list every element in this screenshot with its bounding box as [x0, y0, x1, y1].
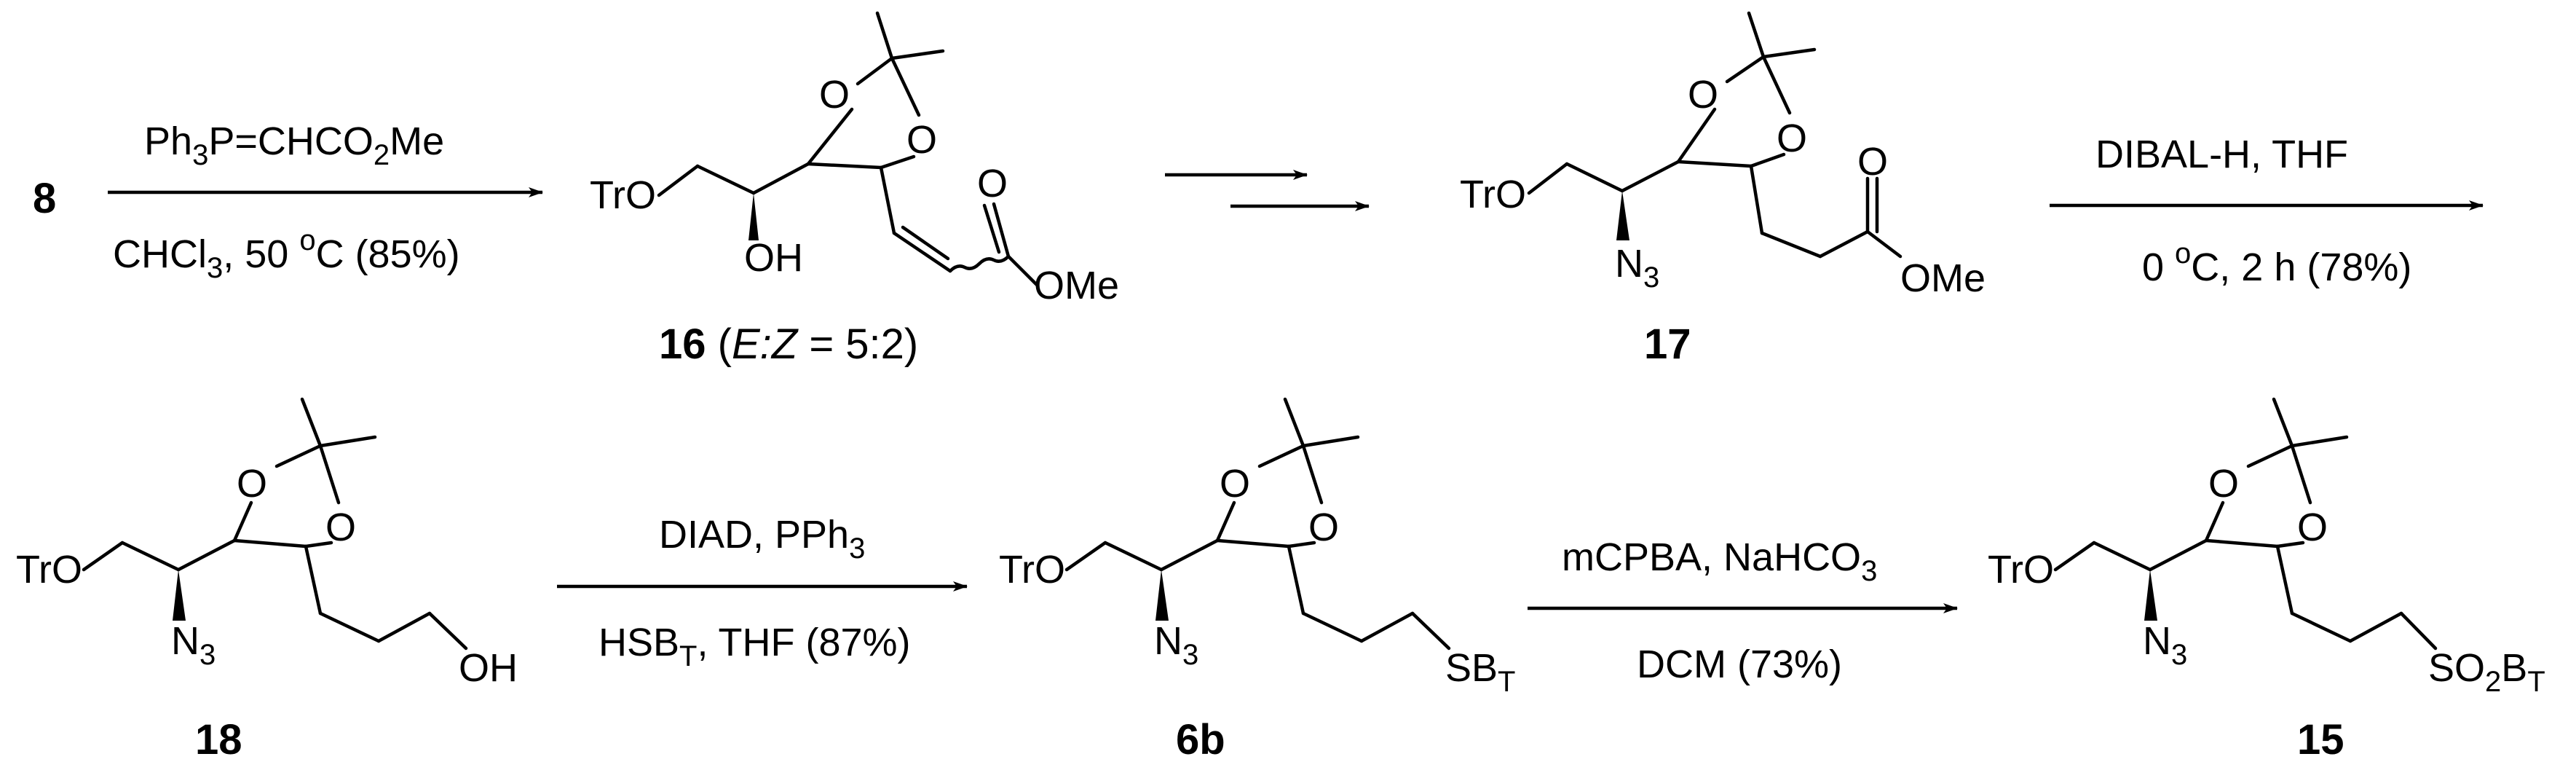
ome-label: OMe [1900, 256, 1986, 300]
azide-label: N3 [1154, 619, 1198, 671]
hash-bond [748, 193, 759, 240]
compound-18-label: 18 [195, 716, 242, 763]
arrow-3-reagent: DIBAL-H, THF [2095, 133, 2348, 176]
ome-label: OMe [1034, 264, 1119, 307]
azide-label: N3 [171, 619, 216, 671]
compound-17-label: 17 [1644, 321, 1691, 368]
ring-o-1: O [1688, 73, 1718, 117]
arrow-1-conditions: CHCl3, 50 oC (85%) [113, 224, 460, 284]
tro-label: TrO [1988, 548, 2054, 592]
tro-label: TrO [999, 548, 1065, 592]
sbt-label: SBT [1445, 646, 1515, 698]
ring-o-2: O [906, 118, 937, 162]
tro-label: TrO [16, 548, 82, 592]
wedge-bond [1155, 570, 1169, 621]
compound-8-label: 8 [33, 175, 56, 222]
compound-17-structure: TrO N3 O O O OMe [1460, 11, 1986, 300]
compound-15-structure: TrO N3 O O SO2BT [1988, 397, 2545, 698]
azide-label: N3 [2143, 619, 2187, 671]
compound-15-label: 15 [2297, 716, 2344, 763]
compound-16-structure: TrO OH O O O OMe [590, 11, 1119, 307]
tro-label: TrO [1460, 173, 1526, 216]
arrow-5-reagent: mCPBA, NaHCO3 [1562, 535, 1877, 587]
tro-label: TrO [590, 173, 656, 217]
ring-o-2: O [1777, 117, 1807, 160]
so2bt-label: SO2BT [2428, 646, 2545, 698]
oh-label: OH [744, 236, 803, 280]
ring-o-1: O [1220, 462, 1250, 506]
carbonyl-o: O [1857, 140, 1888, 184]
compound-6b-structure: TrO N3 O O SBT [999, 397, 1515, 698]
reaction-arrow-5: mCPBA, NaHCO3 DCM (73%) [1528, 535, 1958, 686]
arrow-3-conditions: 0 oC, 2 h (78%) [2142, 237, 2411, 289]
arrow-4-conditions: HSBT, THF (87%) [598, 621, 911, 672]
ring-o-1: O [819, 73, 850, 117]
carbonyl-o: O [977, 162, 1008, 205]
reaction-arrow-3: DIBAL-H, THF 0 oC, 2 h (78%) [2050, 133, 2484, 289]
compound-18-structure: TrO N3 O O OH [16, 397, 518, 690]
azide-label: N3 [1615, 242, 1659, 294]
compound-16-label: 16 (E:Z = 5:2) [659, 321, 918, 368]
wedge-bond [1616, 191, 1629, 240]
reaction-arrow-4: DIAD, PPh3 HSBT, THF (87%) [557, 513, 968, 672]
arrow-5-conditions: DCM (73%) [1637, 643, 1842, 686]
wedge-bond [2144, 570, 2157, 621]
reaction-arrow-2 [1165, 170, 1370, 211]
arrow-1-reagent: Ph3P=CHCO2Me [144, 119, 444, 171]
ring-o-1: O [237, 462, 267, 506]
reaction-arrow-1: Ph3P=CHCO2Me CHCl3, 50 oC (85%) [108, 119, 543, 284]
wedge-bond [173, 570, 186, 621]
ring-o-1: O [2208, 462, 2239, 506]
compound-6b-label: 6b [1176, 716, 1225, 763]
arrow-4-reagent: DIAD, PPh3 [659, 513, 865, 565]
oh-label: OH [459, 646, 518, 690]
